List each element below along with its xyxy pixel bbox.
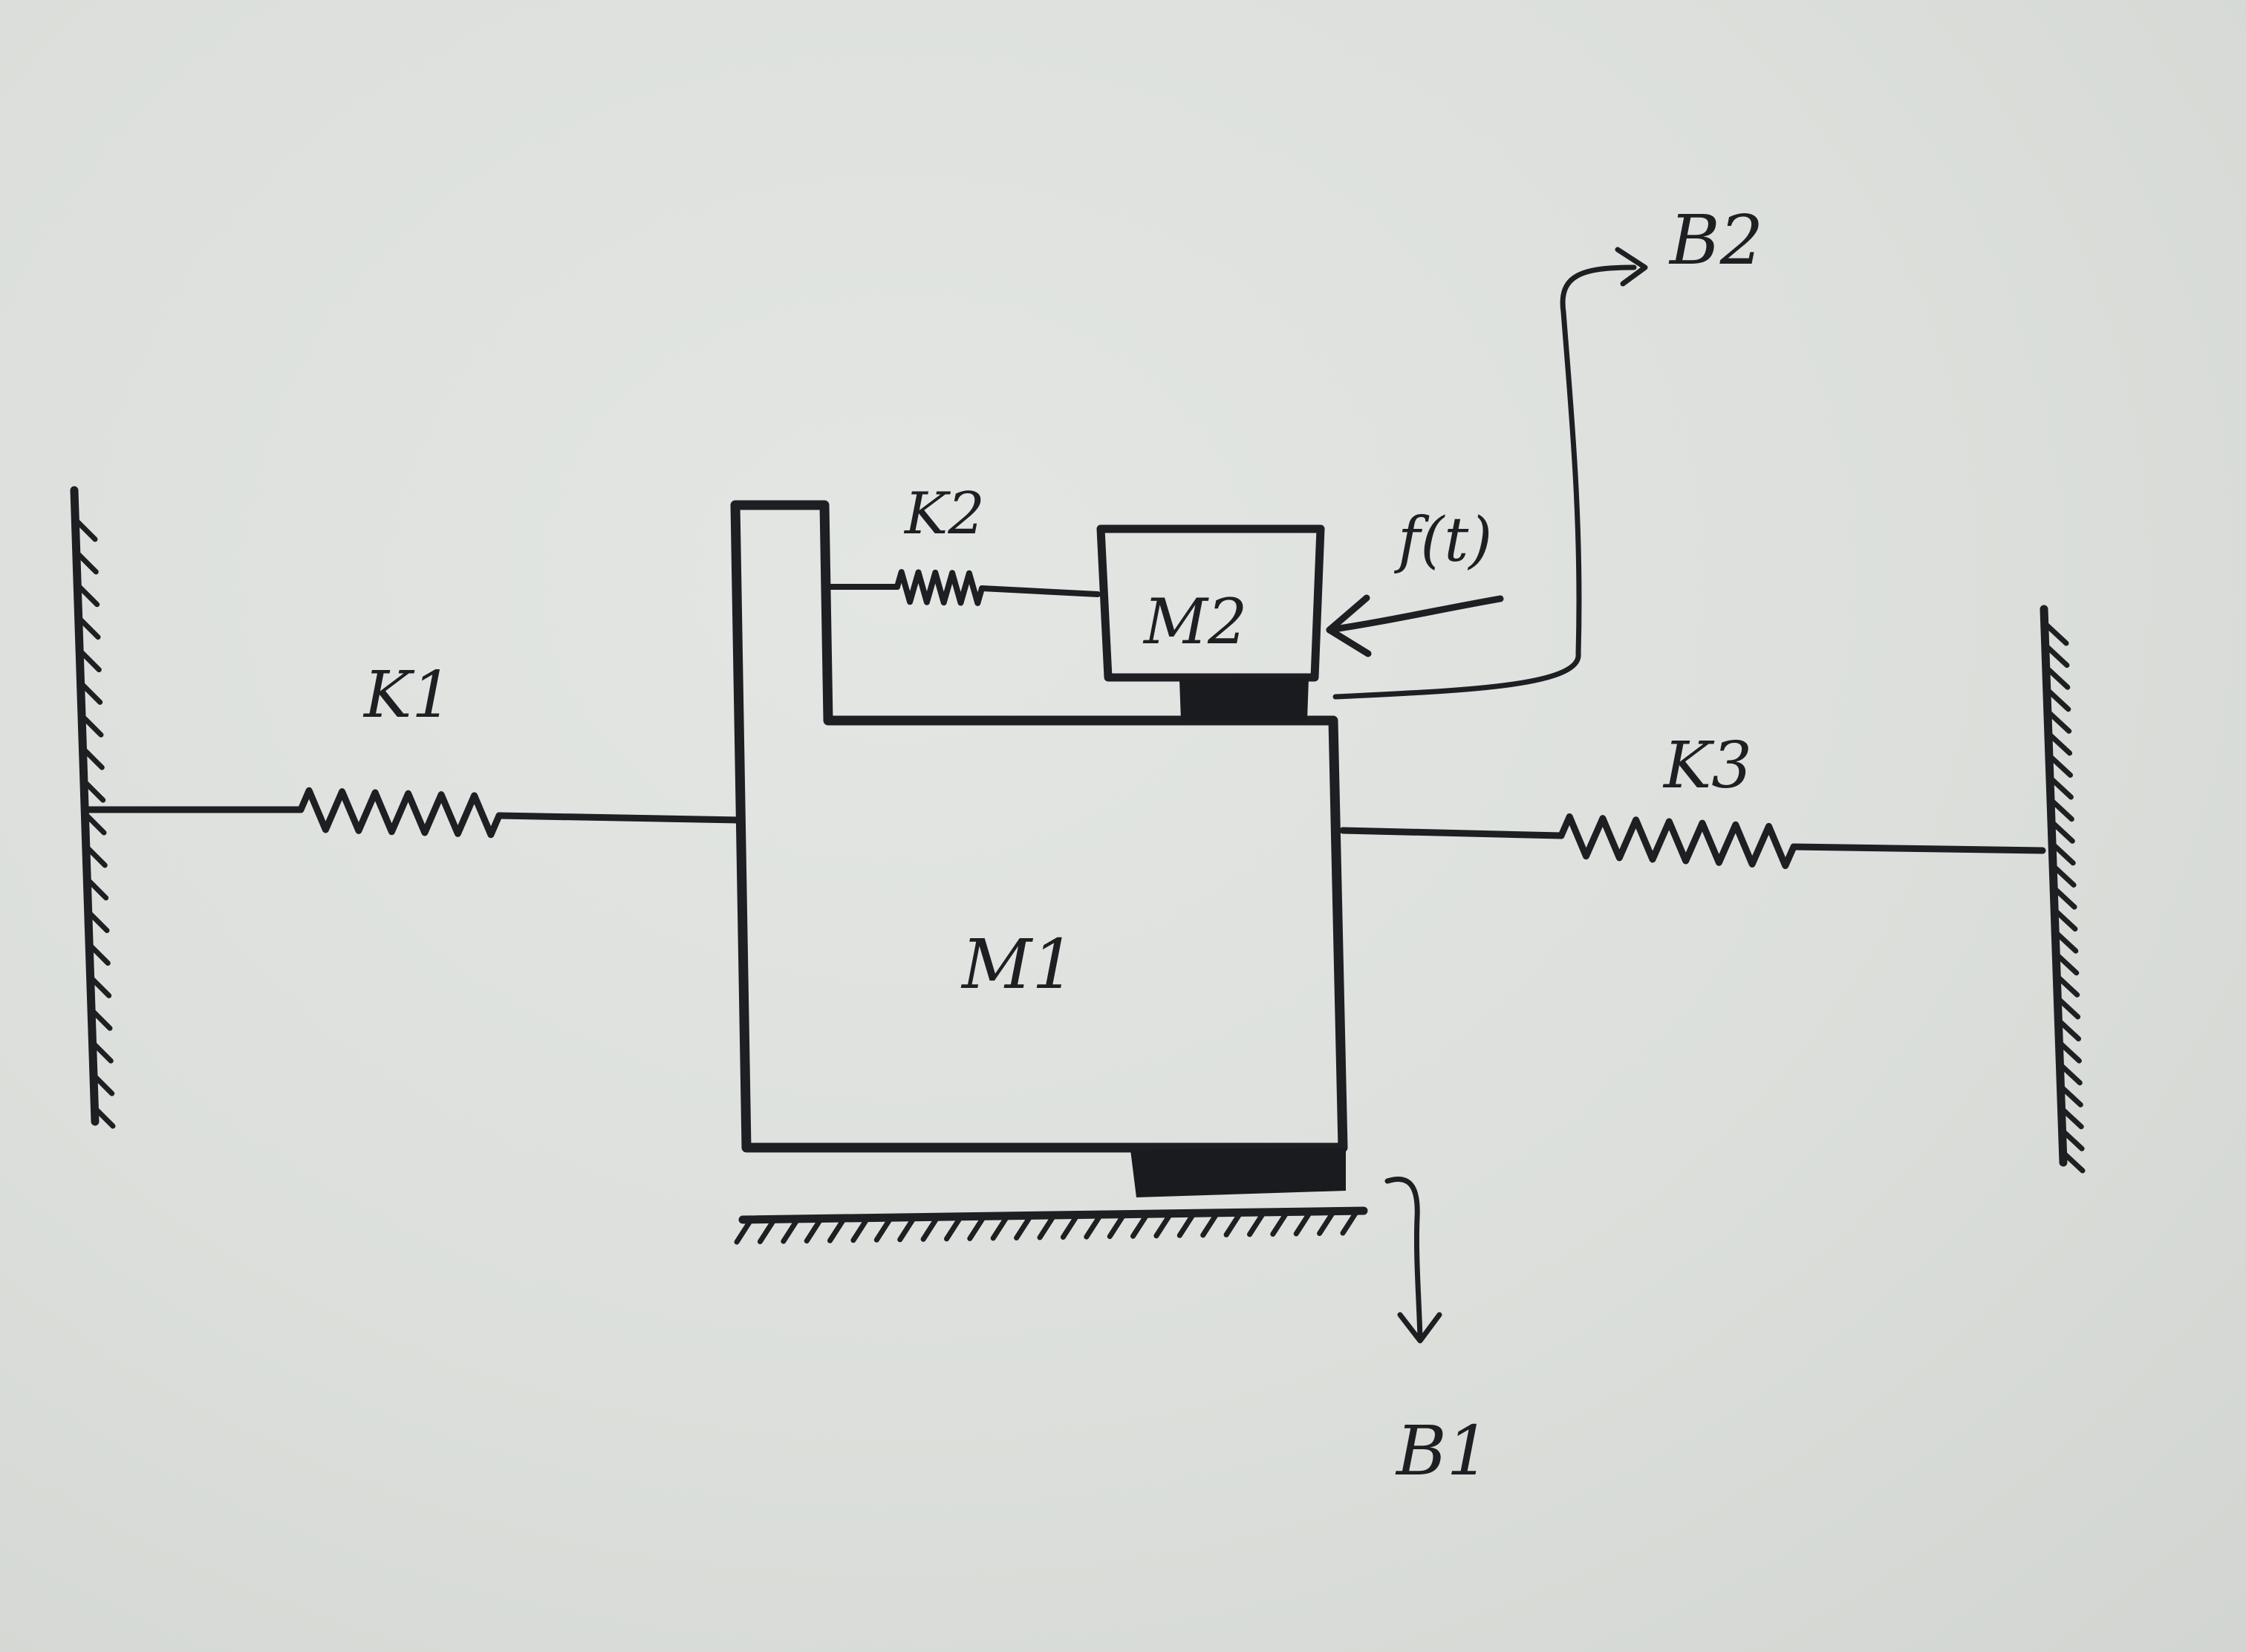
b2-leader-arrow — [1332, 247, 1648, 700]
left-wall — [70, 486, 116, 1129]
damper-b1 — [1130, 1148, 1346, 1197]
mass-m1 — [730, 500, 1348, 1153]
b1-leader-arrow — [1384, 1177, 1442, 1344]
label-k2: K2 — [903, 481, 985, 547]
right-wall — [2040, 605, 2086, 1174]
spring-k3 — [1339, 813, 2046, 869]
label-b2: B2 — [1668, 201, 1763, 280]
spring-k2 — [827, 569, 1101, 606]
label-m1: M1 — [960, 925, 1075, 1004]
label-k3: K3 — [1662, 729, 1752, 803]
label-m2: M2 — [1142, 585, 1247, 658]
force-arrow — [1326, 594, 1504, 657]
label-force: f(t) — [1393, 505, 1492, 576]
ground — [734, 1206, 1368, 1245]
damper-b2 — [1179, 678, 1309, 721]
label-k1: K1 — [362, 658, 452, 732]
label-b1: B1 — [1395, 1411, 1490, 1491]
mass-m2 — [1096, 524, 1325, 682]
spring-k1 — [81, 787, 743, 839]
